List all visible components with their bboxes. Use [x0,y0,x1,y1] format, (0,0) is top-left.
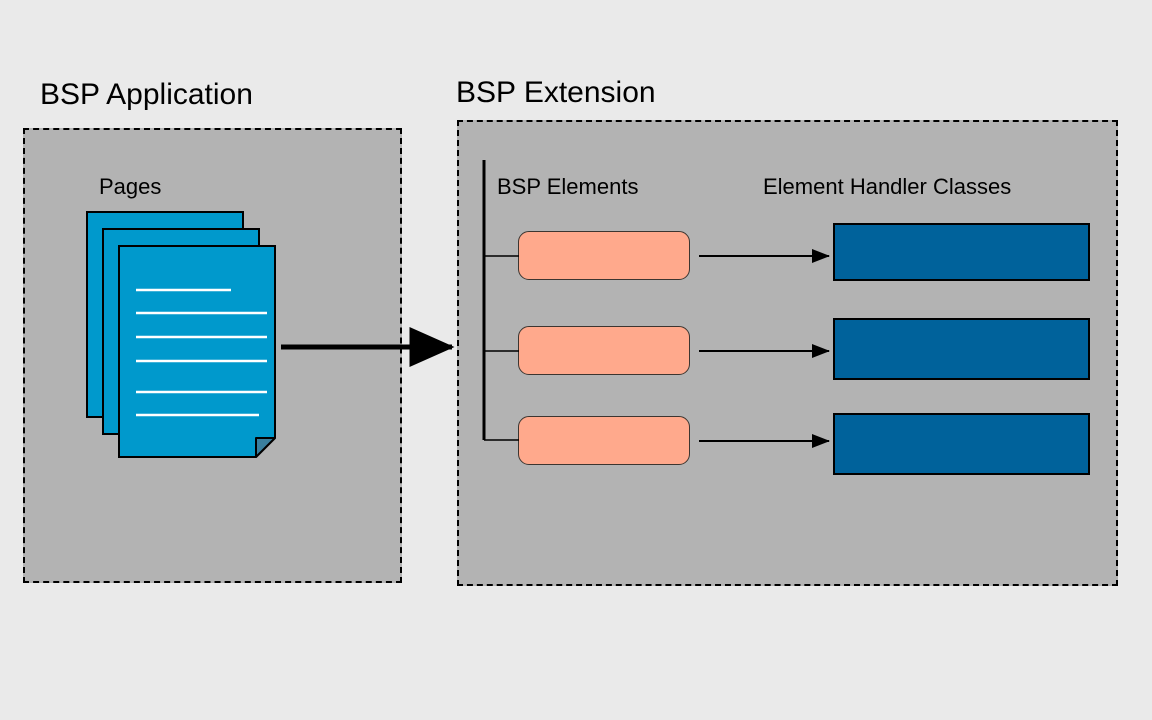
bsp-element-box-3[interactable] [518,416,690,465]
element-handler-class-box-3[interactable] [833,413,1090,475]
panel-title-bsp-extension: BSP Extension [456,76,656,109]
bsp-element-box-1[interactable] [518,231,690,280]
element-handler-class-box-1[interactable] [833,223,1090,281]
label-pages: Pages [99,174,162,199]
panel-title-bsp-application: BSP Application [40,78,253,111]
pages-stack-svg [86,211,276,458]
page-sheet-front [118,245,276,458]
page-fold-corner [255,437,276,458]
pages-stack-icon [85,210,310,470]
bsp-element-box-2[interactable] [518,326,690,375]
column-header-bsp-elements: BSP Elements [497,174,639,199]
column-header-element-handler-classes: Element Handler Classes [763,174,1012,199]
page-text-lines [136,288,267,417]
element-handler-class-box-2[interactable] [833,318,1090,380]
